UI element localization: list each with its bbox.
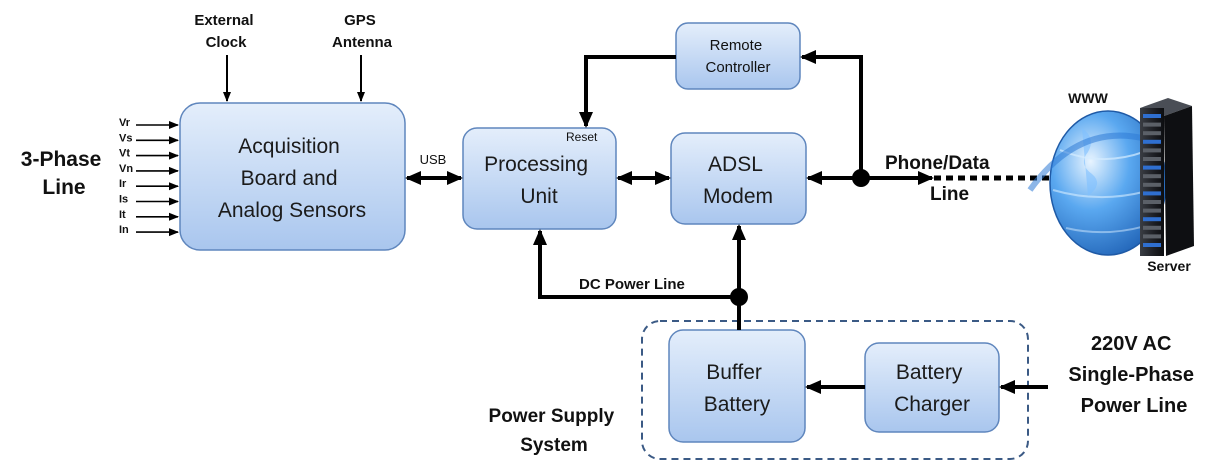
server-slot — [1143, 139, 1161, 144]
phone-line-junction — [852, 169, 870, 187]
svg-text:Power Supply System: Power Supply System — [489, 406, 620, 456]
svg-text:Phone/Data Line: Phone/Data Line — [885, 153, 995, 205]
server-slot — [1143, 157, 1161, 161]
svg-text:3-Phase Line: 3-Phase Line — [21, 148, 107, 199]
phone-data-label-2: Line — [930, 184, 969, 205]
svg-text:Buffer Battery: Buffer Battery — [704, 361, 771, 416]
server-slot — [1143, 114, 1161, 118]
signal-label-it: It — [119, 209, 126, 221]
svg-text:Processing Unit: Processing Unit — [484, 153, 594, 208]
svg-text:Acquisition Board and: Acquisition Board and Analog Sensors — [218, 135, 366, 222]
server-slot — [1143, 225, 1161, 230]
remote-line-2: Controller — [705, 59, 770, 76]
svg-text:Remote Controller: Remote Controller — [705, 37, 770, 76]
server-slot — [1143, 217, 1161, 222]
charger-line-1: Battery — [896, 361, 963, 384]
three-phase-label-2: Line — [42, 176, 85, 199]
acquisition-line-2: Board and — [241, 167, 338, 190]
buffer-line-1: Buffer — [706, 361, 762, 384]
svg-text:External Clock: External Clock — [194, 12, 257, 51]
modem-line-1: ADSL — [708, 153, 762, 176]
remote-line-1: Remote — [710, 37, 763, 54]
server-slot — [1143, 182, 1161, 187]
server-slot — [1143, 165, 1161, 170]
power-supply-label-1: Power Supply — [489, 406, 615, 427]
power-supply-enclosure — [641, 320, 1029, 460]
reset-label: Reset — [566, 130, 598, 144]
usb-label: USB — [420, 152, 447, 167]
server-slot — [1143, 243, 1161, 247]
globe-icon — [1027, 110, 1167, 256]
server-rack-icon — [1140, 98, 1194, 256]
modem-line-2: Modem — [703, 185, 773, 208]
battery-charger-block: Battery Charger — [864, 342, 1000, 433]
acquisition-line-3: Analog Sensors — [218, 199, 366, 222]
buffer-line-2: Battery — [704, 393, 771, 416]
acquisition-board-block: Acquisition Board and Analog Sensors — [179, 102, 406, 251]
server-slot — [1143, 174, 1161, 179]
server-slot — [1143, 200, 1161, 204]
dc-power-junction — [730, 288, 748, 306]
processing-line-2: Unit — [520, 185, 558, 208]
server-slot — [1143, 191, 1161, 196]
svg-text:GPS Antenna: GPS Antenna — [332, 12, 393, 51]
gps-antenna-label-1: GPS — [344, 12, 376, 29]
server-slot — [1143, 234, 1161, 239]
ac-power-label-2: Single-Phase — [1068, 364, 1194, 386]
dc-power-to-processing — [533, 229, 739, 299]
three-phase-label-1: 3-Phase — [21, 148, 102, 171]
signal-label-ir: Ir — [119, 178, 127, 190]
adsl-modem-block: ADSL Modem — [670, 132, 807, 225]
signal-label-in: In — [119, 224, 129, 236]
ac-power-label-3: Power Line — [1081, 395, 1188, 417]
server-slot — [1143, 122, 1161, 127]
svg-text:ADSL Modem: ADSL Modem — [703, 153, 773, 208]
phone-data-label-1: Phone/Data — [885, 153, 990, 174]
signal-label-vs: Vs — [119, 132, 132, 144]
buffer-battery-block: Buffer Battery — [668, 329, 806, 443]
gps-antenna-label-2: Antenna — [332, 34, 393, 51]
signal-label-vr: Vr — [119, 117, 131, 129]
server-label: Server — [1147, 258, 1191, 274]
processing-unit-block: Processing Unit Reset — [462, 127, 617, 230]
dc-power-label: DC Power Line — [579, 276, 685, 293]
remote-to-reset-link — [579, 55, 676, 128]
ac-power-label-1: 220V AC — [1091, 333, 1171, 355]
charger-line-2: Charger — [894, 393, 970, 416]
remote-controller-block: Remote Controller — [675, 22, 801, 90]
signal-label-vt: Vt — [119, 148, 130, 160]
www-label: WWW — [1068, 90, 1108, 106]
signal-label-is: Is — [119, 194, 128, 206]
server-slot — [1143, 208, 1161, 213]
svg-text:220V AC Single-Phase P: 220V AC Single-Phase Power Line — [1068, 333, 1199, 417]
acquisition-line-1: Acquisition — [238, 135, 340, 158]
server-slot — [1143, 148, 1161, 153]
external-clock-label-1: External — [194, 12, 253, 29]
external-clock-label-2: Clock — [206, 34, 248, 51]
server-slot — [1143, 131, 1161, 136]
power-supply-label-2: System — [520, 435, 588, 456]
processing-line-1: Processing — [484, 153, 588, 176]
signal-label-vn: Vn — [119, 163, 133, 175]
svg-text:Battery Charger: Battery Charger — [894, 361, 970, 416]
